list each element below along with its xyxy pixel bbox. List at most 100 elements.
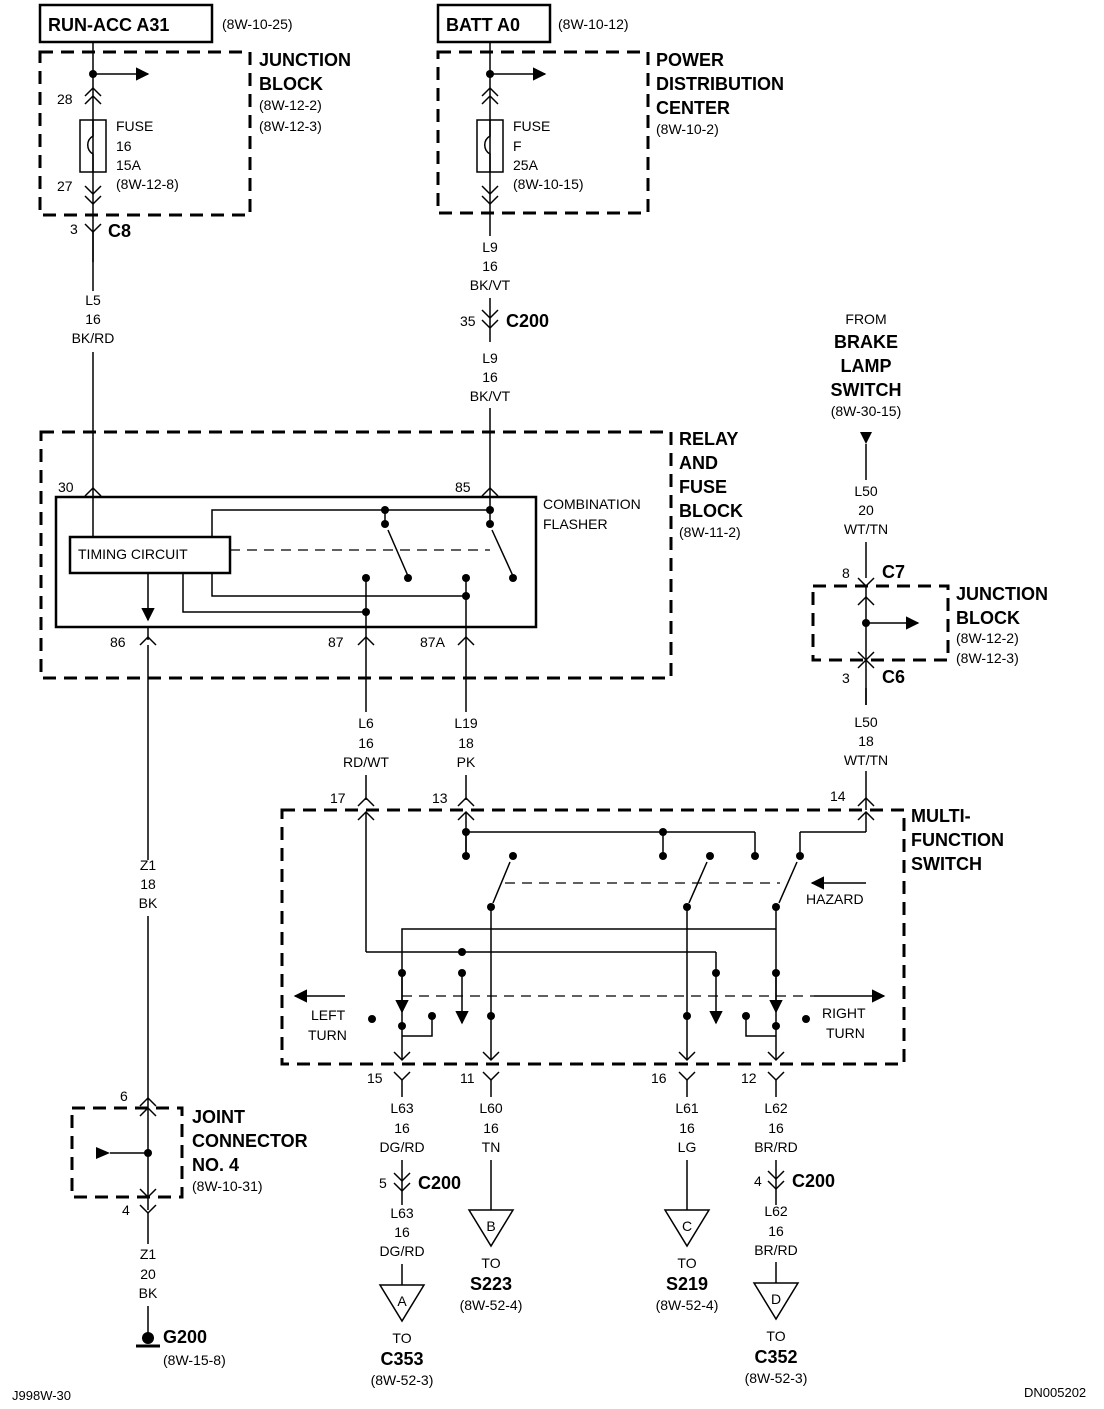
fuse-16-line3: 15A bbox=[116, 157, 142, 173]
c200-d-label: C200 bbox=[792, 1171, 835, 1191]
fuse-16-line1: FUSE bbox=[116, 118, 153, 134]
joint-connector-no-4: 6 4 JOINT CONNECTOR NO. 4 (8W-10-31) bbox=[70, 1088, 308, 1218]
jb-top-ref-2: (8W-12-3) bbox=[259, 118, 322, 134]
joint-ref: (8W-10-31) bbox=[192, 1178, 263, 1194]
left-turn-line2: TURN bbox=[308, 1027, 347, 1043]
c7-label: C7 bbox=[882, 562, 905, 582]
wire-l63a-gauge: 16 bbox=[394, 1120, 410, 1136]
brake-ref: (8W-30-15) bbox=[831, 403, 902, 419]
mfs-pin-15: 15 bbox=[367, 1070, 383, 1086]
wire-l62a-gauge: 16 bbox=[768, 1120, 784, 1136]
splice-d-to: TO bbox=[766, 1328, 785, 1344]
splice-d-ref: (8W-52-3) bbox=[745, 1370, 808, 1386]
mfs-name-1: MULTI- bbox=[911, 806, 971, 826]
wire-l19-circuit: L19 bbox=[454, 715, 478, 731]
splice-c-to: TO bbox=[677, 1255, 696, 1271]
c7-pin: 8 bbox=[842, 565, 850, 581]
relay-block-name-1: RELAY bbox=[679, 429, 738, 449]
wire-z1a-gauge: 18 bbox=[140, 876, 156, 892]
run-acc-ref: (8W-10-25) bbox=[222, 16, 293, 32]
c200-top-pin: 35 bbox=[460, 313, 476, 329]
batt-title: BATT A0 bbox=[446, 15, 520, 35]
right-turn-line2: TURN bbox=[826, 1025, 865, 1041]
pin-85: 85 bbox=[455, 479, 471, 495]
wire-l6-gauge: 16 bbox=[358, 735, 374, 751]
pdc-name-1: POWER bbox=[656, 50, 724, 70]
c200-a-pin: 5 bbox=[379, 1175, 387, 1191]
mfs-name-3: SWITCH bbox=[911, 854, 982, 874]
jb-right-name-1: JUNCTION bbox=[956, 584, 1048, 604]
wire-z1b-color: BK bbox=[139, 1285, 158, 1301]
splice-d-letter: D bbox=[771, 1291, 781, 1307]
c8-label: C8 bbox=[108, 221, 131, 241]
jb-top-pin-27: 27 bbox=[57, 178, 73, 194]
mfs-pin-17: 17 bbox=[330, 790, 346, 806]
splice-c-ref: (8W-52-4) bbox=[656, 1297, 719, 1313]
fuse-f-line3: 25A bbox=[513, 157, 539, 173]
splice-a-to: TO bbox=[392, 1330, 411, 1346]
pdc-ref: (8W-10-2) bbox=[656, 121, 719, 137]
footer-right-code: DN005202 bbox=[1024, 1385, 1086, 1400]
jb-top-ref-1: (8W-12-2) bbox=[259, 97, 322, 113]
jb-top-name-1: JUNCTION bbox=[259, 50, 351, 70]
wire-l19-gauge: 18 bbox=[458, 735, 474, 751]
wire-l50a-gauge: 20 bbox=[858, 502, 874, 518]
wire-l60-circuit: L60 bbox=[479, 1100, 503, 1116]
wire-l9a-gauge: 16 bbox=[482, 258, 498, 274]
wire-l61-circuit: L61 bbox=[675, 1100, 699, 1116]
splice-b-ref: (8W-52-4) bbox=[460, 1297, 523, 1313]
left-turn-line1: LEFT bbox=[311, 1007, 346, 1023]
wire-l9a-circuit: L9 bbox=[482, 239, 498, 255]
wire-z1a-circuit: Z1 bbox=[140, 857, 157, 873]
wire-l62b-circuit: L62 bbox=[764, 1203, 788, 1219]
c8-pin: 3 bbox=[70, 221, 78, 237]
pdc-name-2: DISTRIBUTION bbox=[656, 74, 784, 94]
mfs-pin-11: 11 bbox=[460, 1070, 475, 1086]
splice-a-name: C353 bbox=[380, 1349, 423, 1369]
brake-name-1: BRAKE bbox=[834, 332, 898, 352]
splice-d-name: C352 bbox=[754, 1347, 797, 1367]
joint-name-1: JOINT bbox=[192, 1107, 245, 1127]
jb-top-name-2: BLOCK bbox=[259, 74, 323, 94]
wire-l5-gauge: 16 bbox=[85, 311, 101, 327]
hazard-label: HAZARD bbox=[806, 891, 864, 907]
wire-z1a-color: BK bbox=[139, 895, 158, 911]
mfs-name-2: FUNCTION bbox=[911, 830, 1004, 850]
right-turn-line1: RIGHT bbox=[822, 1005, 866, 1021]
splice-a-triangle bbox=[378, 1284, 426, 1323]
joint-name-2: CONNECTOR bbox=[192, 1131, 308, 1151]
ground-icon bbox=[136, 1332, 160, 1348]
footer-left-code: J998W-30 bbox=[12, 1388, 71, 1403]
run-acc-title: RUN-ACC A31 bbox=[48, 15, 169, 35]
ground-name: G200 bbox=[163, 1327, 207, 1347]
relay-block-name-2: AND bbox=[679, 453, 718, 473]
relay-and-fuse-block: RELAY AND FUSE BLOCK (8W-11-2) COMBINATI… bbox=[39, 429, 743, 680]
multi-function-switch: MULTI- FUNCTION SWITCH 17 13 14 bbox=[280, 788, 1004, 1066]
timing-circuit bbox=[68, 535, 232, 575]
wire-l63a-color: DG/RD bbox=[379, 1139, 424, 1155]
jb-right-ref-2: (8W-12-3) bbox=[956, 650, 1019, 666]
relay-block-ref: (8W-11-2) bbox=[679, 524, 741, 540]
splice-a-letter: A bbox=[397, 1293, 407, 1309]
wire-l19-color: PK bbox=[457, 754, 476, 770]
wire-l5-circuit: L5 bbox=[85, 292, 101, 308]
joint-pin-4: 4 bbox=[122, 1202, 130, 1218]
wire-l63b-circuit: L63 bbox=[390, 1205, 414, 1221]
timing-circuit-label: TIMING CIRCUIT bbox=[78, 546, 188, 562]
wire-l9b-gauge: 16 bbox=[482, 369, 498, 385]
pin-87: 87 bbox=[328, 634, 344, 650]
wire-l9a-color: BK/VT bbox=[470, 277, 511, 293]
splice-b-triangle bbox=[467, 1209, 515, 1248]
pdc-name-3: CENTER bbox=[656, 98, 730, 118]
c200-d-pin: 4 bbox=[754, 1173, 762, 1189]
wire-l62a-circuit: L62 bbox=[764, 1100, 788, 1116]
c200-a-label: C200 bbox=[418, 1173, 461, 1193]
c6-pin: 3 bbox=[842, 670, 850, 686]
ground-ref: (8W-15-8) bbox=[163, 1352, 226, 1368]
jb-top-pin-28: 28 bbox=[57, 91, 73, 107]
flasher-label-1: COMBINATION bbox=[543, 496, 641, 512]
wire-l50b-circuit: L50 bbox=[854, 714, 878, 730]
brake-arrow-icon bbox=[860, 432, 872, 444]
splice-b-to: TO bbox=[481, 1255, 500, 1271]
junction-block-right: 8 C7 3 C6 JUNCTION BLOCK (8W-12-2) (8W-1… bbox=[811, 562, 1048, 810]
